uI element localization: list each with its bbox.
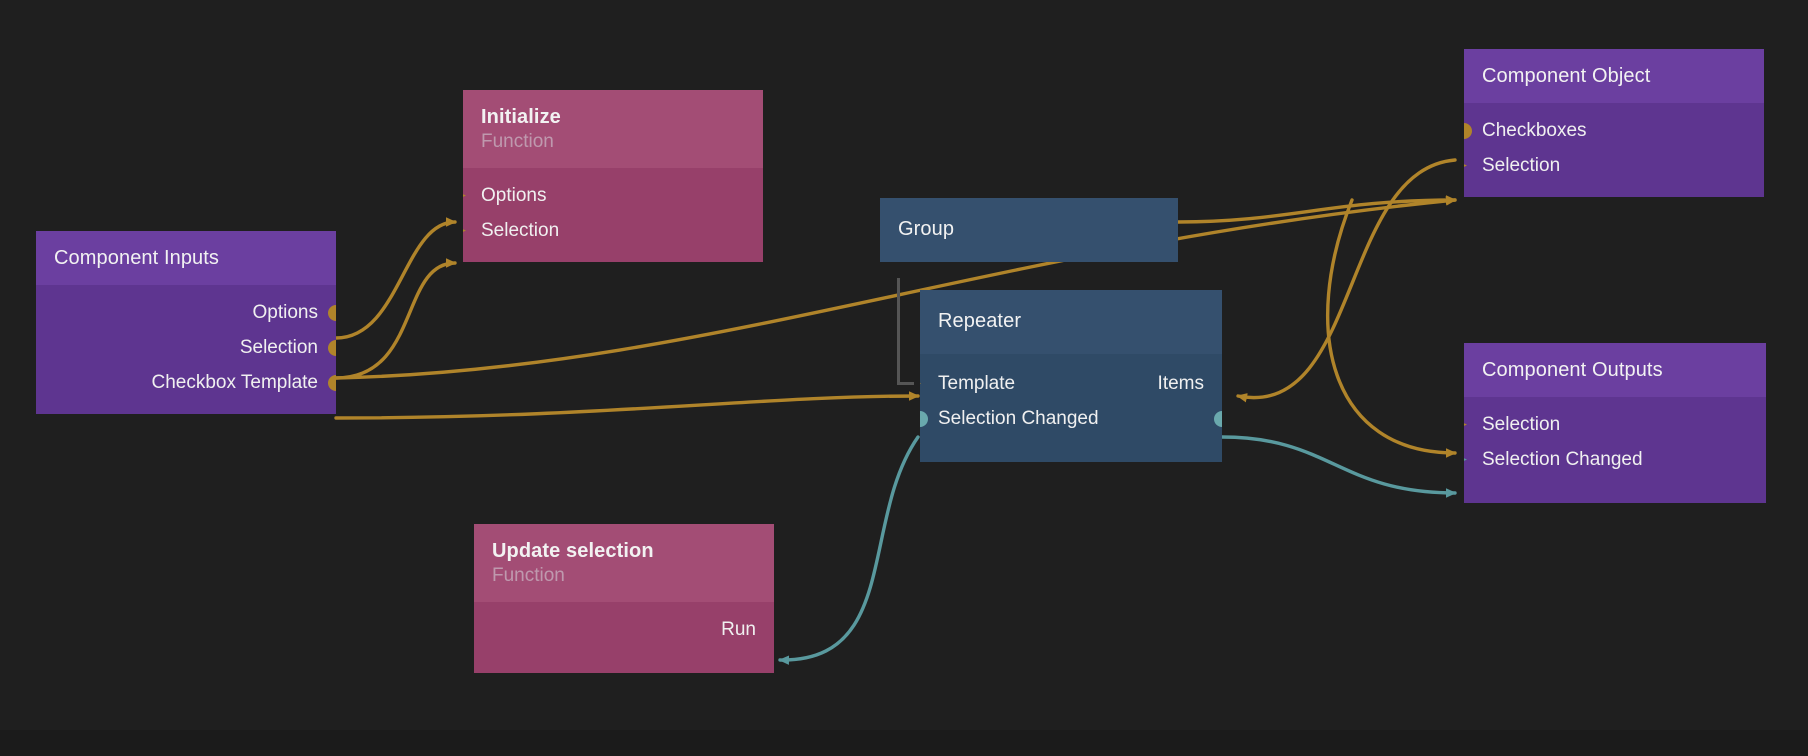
port-row-object-selection[interactable]: Selection: [1464, 148, 1764, 183]
node-body-component-object: Checkboxes Selection: [1464, 103, 1764, 197]
port-row-outputs-selection[interactable]: Selection: [1464, 407, 1766, 442]
node-header-update-selection: Update selection Function: [474, 524, 774, 602]
port-circle-selection-changed-in-icon[interactable]: [920, 410, 929, 428]
wire-object-checkboxes-to-repeater-items: [1236, 158, 1457, 403]
port-arrow-initialize-options-icon[interactable]: [463, 188, 467, 203]
node-title-repeater: Repeater: [938, 310, 1022, 332]
node-update-selection[interactable]: Update selection Function Run: [474, 524, 774, 673]
port-circle-selection-icon[interactable]: [327, 339, 336, 357]
node-component-outputs[interactable]: Component Outputs Selection Selection Ch…: [1464, 343, 1766, 503]
port-row-checkbox-template[interactable]: Checkbox Template: [36, 365, 336, 400]
port-circle-options-icon[interactable]: [327, 304, 336, 322]
port-arrow-run-icon[interactable]: [773, 622, 774, 637]
node-body-update-selection: Run: [474, 602, 774, 673]
port-arrow-object-selection-icon[interactable]: [1464, 158, 1468, 173]
wire-inputs-selection-to-initialize-selection: [334, 258, 457, 380]
port-row-repeater-selection-changed[interactable]: Selection Changed: [920, 401, 1222, 436]
port-circle-selection-changed-out-icon[interactable]: [1213, 410, 1222, 428]
wire-inputs-template-to-repeater-template: [334, 391, 920, 420]
canvas-bottom-strip: [0, 730, 1808, 756]
wire-inputs-options-to-initialize-options: [334, 217, 457, 340]
node-group[interactable]: Group: [880, 198, 1178, 262]
node-body-repeater: Template Items Selection Changed: [920, 354, 1222, 462]
node-body-initialize: Options Selection: [463, 168, 763, 262]
node-title-group: Group: [898, 218, 955, 240]
port-label-template: Template: [938, 372, 1016, 394]
port-row-initialize-selection[interactable]: Selection: [463, 213, 763, 248]
wire-object-selection-to-outputs-selection: [1325, 198, 1457, 458]
node-header-component-object: Component Object: [1464, 49, 1764, 103]
node-title-component-inputs: Component Inputs: [54, 247, 220, 269]
port-row-outputs-selection-changed[interactable]: Selection Changed: [1464, 442, 1766, 477]
node-title-component-outputs: Component Outputs: [1482, 359, 1663, 381]
port-row-options[interactable]: Options: [36, 295, 336, 330]
port-label-options: Options: [252, 301, 318, 323]
node-subtitle-update-selection: Function: [492, 565, 565, 586]
node-header-component-outputs: Component Outputs: [1464, 343, 1766, 397]
port-arrow-items-icon[interactable]: [1221, 376, 1222, 391]
node-component-object[interactable]: Component Object Checkboxes Selection: [1464, 49, 1764, 197]
port-circle-checkboxes-icon[interactable]: [1464, 122, 1473, 140]
port-arrow-outputs-selection-changed-icon[interactable]: [1464, 452, 1468, 467]
port-row-selection[interactable]: Selection: [36, 330, 336, 365]
port-row-run[interactable]: Run: [474, 612, 774, 647]
wire-group-to-object-selection: [1176, 195, 1457, 224]
port-row-checkboxes[interactable]: Checkboxes: [1464, 113, 1764, 148]
port-arrow-outputs-selection-icon[interactable]: [1464, 417, 1468, 432]
port-label-object-selection: Selection: [1482, 154, 1561, 176]
node-body-component-inputs: Options Selection Checkbox Template: [36, 285, 336, 414]
wire-repeater-selection-changed-to-run: [778, 435, 920, 665]
port-label-selection-changed: Selection Changed: [938, 407, 1099, 429]
node-repeater[interactable]: Repeater Template Items Selection Change…: [920, 290, 1222, 462]
node-subtitle-initialize: Function: [481, 131, 554, 152]
port-label-outputs-selection: Selection: [1482, 413, 1561, 435]
port-arrow-initialize-selection-icon[interactable]: [463, 223, 467, 238]
node-body-component-outputs: Selection Selection Changed: [1464, 397, 1766, 503]
port-label-initialize-options: Options: [481, 184, 547, 206]
port-label-outputs-selection-changed: Selection Changed: [1482, 448, 1643, 470]
node-title-update-selection: Update selection: [492, 540, 654, 562]
node-component-inputs[interactable]: Component Inputs Options Selection Check…: [36, 231, 336, 414]
port-arrow-template-icon[interactable]: [920, 376, 922, 391]
node-header-group: Group: [880, 198, 1178, 262]
node-title-component-object: Component Object: [1482, 65, 1651, 87]
port-row-initialize-options[interactable]: Options: [463, 178, 763, 213]
node-header-initialize: Initialize Function: [463, 90, 763, 168]
port-label-selection: Selection: [239, 336, 318, 358]
port-label-items: Items: [1157, 372, 1204, 394]
node-initialize[interactable]: Initialize Function Options Selection: [463, 90, 763, 262]
node-header-component-inputs: Component Inputs: [36, 231, 336, 285]
port-label-checkbox-template: Checkbox Template: [151, 371, 318, 393]
port-label-run: Run: [721, 618, 756, 640]
node-title-initialize: Initialize: [481, 106, 561, 128]
wire-repeater-out-to-outputs-selection-changed: [1220, 435, 1457, 498]
port-row-repeater-template-items[interactable]: Template Items: [920, 366, 1222, 401]
node-header-repeater: Repeater: [920, 290, 1222, 354]
group-child-bracket: [897, 278, 914, 385]
port-circle-checkbox-template-icon[interactable]: [327, 374, 336, 392]
port-label-initialize-selection: Selection: [481, 219, 560, 241]
port-label-checkboxes: Checkboxes: [1482, 119, 1587, 141]
